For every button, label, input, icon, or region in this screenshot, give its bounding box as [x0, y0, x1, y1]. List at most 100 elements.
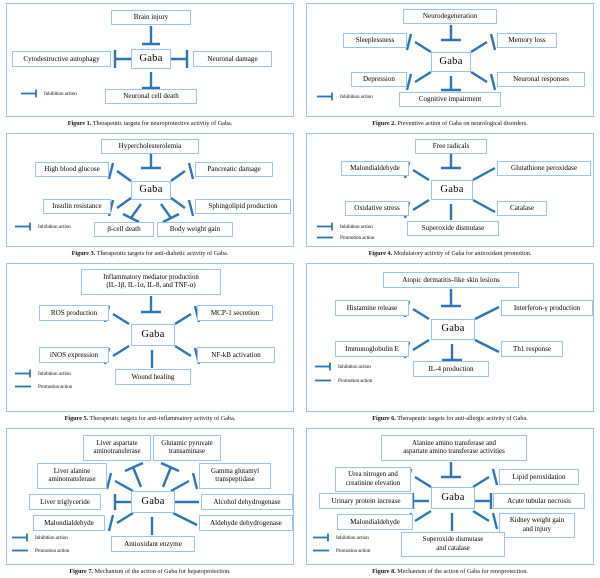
figure-3-caption-text: Therapeutic targets for anti-diabetic ac…	[96, 250, 229, 258]
figure-8-panel: Gaba Alanine amino transferase and aspar…	[306, 428, 594, 566]
figure-2-node-bottom: Cognitive impairment	[399, 92, 501, 107]
promotion-icon	[12, 549, 28, 552]
figure-7-legend-inhibition: Inhibition action	[12, 533, 68, 542]
figure-7-node-mid-right: Alcohol dehydrogenase	[201, 494, 293, 510]
figure-2-node-upper-right: Memory loss	[497, 33, 557, 48]
figure-2-node-top: Neurodegeneration	[403, 9, 497, 24]
figure-2-caption-prefix: Figure 2.	[372, 120, 396, 128]
figure-6-node-lower-right: Th1 response	[501, 341, 563, 357]
figure-3-caption-prefix: Figure 3.	[71, 250, 96, 258]
legend-label: Inhibition action	[38, 223, 71, 230]
figure-8-node-upper-right: Lipid peroxidation	[499, 469, 579, 485]
figure-1-caption-prefix: Figure 1.	[67, 120, 92, 128]
figure-5-node-lower-right: NF-kB activation	[197, 347, 275, 363]
legend-label: Inhibition action	[338, 363, 371, 370]
figure-6-node-upper-right: Interferon-γ production	[501, 300, 593, 316]
figure-1-node-left: Cytodestructive autophagy	[12, 51, 111, 67]
figure-3-node-lower-left: Insulin resistance	[43, 199, 111, 214]
legend-label: Promotion action	[336, 547, 371, 554]
figure-8-legend-inhibition: Inhibition action	[313, 533, 369, 542]
figure-7-node-top-right: Glutamic pyruvate transaminase	[153, 435, 221, 461]
figure-7-node-lower-left: Malondialdehyde	[33, 515, 105, 531]
legend-label: Inhibition action	[38, 370, 71, 377]
figure-8-caption-prefix: Figure 8.	[372, 568, 396, 576]
figure-2-caption: Figure 2. Preventive action of Gaba on n…	[306, 117, 594, 130]
figure-4-node-lower-left: Oxidative stress	[345, 201, 409, 216]
figure-7: Gaba Liver aspartate aminotransferase Gl…	[0, 425, 300, 578]
figure-7-node-bottom: Antioxidant enzyme	[111, 536, 195, 552]
figure-4-caption-text: Modulatory activity of Gaba for antioxid…	[393, 250, 532, 258]
figure-6-caption-prefix: Figure 6.	[372, 415, 396, 423]
figure-1-node-right: Neuronal damage	[193, 51, 272, 67]
figure-5-node-upper-left: ROS production	[39, 305, 109, 321]
figure-1-caption: Figure 1. Therapeutic targets for neurop…	[6, 117, 294, 130]
figure-1-node-top: Brain injury	[111, 10, 191, 25]
figure-7-center-node: Gaba	[131, 491, 175, 513]
figure-3: Gaba Hypercholesterolemia High blood glu…	[0, 130, 300, 260]
inhibition-icon	[317, 222, 333, 231]
figure-7-legend-promotion: Promotion action	[12, 546, 69, 555]
figure-7-node-upper-right: Gamma glutamyl transpeptidase	[199, 463, 271, 489]
figure-8-node-mid-right: Acute tubular necrosis	[493, 493, 585, 509]
figure-5-node-lower-left: iNOS expression	[39, 347, 109, 363]
inhibition-icon	[317, 92, 333, 101]
figure-5-caption-text: Therapeutic targets for anti-inflammator…	[89, 415, 236, 423]
inhibition-icon	[12, 533, 28, 542]
legend-label: Inhibition action	[340, 93, 373, 100]
figure-4-node-top: Free radicals	[415, 139, 487, 154]
figure-8-node-bottom: Superoxide dismutase and catalase	[401, 532, 505, 557]
figure-7-node-mid-left: Liver triglyceride	[29, 494, 101, 510]
figure-1-caption-text: Therapeutic targets for neuroprotective …	[92, 120, 233, 128]
figure-8-center-node: Gaba	[431, 487, 475, 509]
figure-7-node-top-left: Liver aspartate aminotransferase	[83, 435, 151, 461]
inhibition-icon	[21, 89, 37, 98]
figure-6-legend-promotion: Promotion action	[315, 376, 372, 385]
legend-label: Promotion action	[38, 383, 73, 390]
figure-8-node-lower-right: Kidney weight gain and injury	[499, 513, 575, 538]
figure-4-node-upper-right: Glutathione peroxidase	[497, 161, 591, 176]
figure-6-node-bottom: IL-4 production	[413, 361, 489, 377]
promotion-icon	[313, 549, 329, 552]
figure-5: Gaba Inflammatory mediator production (I…	[0, 260, 300, 425]
figure-1: Gaba Brain injury Cytodestructive autoph…	[0, 0, 300, 130]
figure-8-caption-text: Mechanism of the action of Gaba for reno…	[397, 568, 528, 576]
figure-8: Gaba Alanine amino transferase and aspar…	[300, 425, 600, 578]
inhibition-icon	[315, 362, 331, 371]
figure-5-legend-promotion: Promotion action	[15, 382, 72, 391]
inhibition-icon	[15, 369, 31, 378]
figure-3-node-upper-right: Pancreatic damage	[195, 162, 273, 177]
figure-4-center-node: Gaba	[431, 180, 473, 200]
figure-2-node-lower-left: Depression	[351, 72, 407, 87]
figure-5-node-bottom: Wound healing	[115, 369, 191, 385]
figure-8-node-upper-left: Urea nitrogen and creatinine elevation	[335, 467, 411, 492]
figure-2-node-lower-right: Neuronal responses	[497, 72, 585, 87]
figure-1-node-bottom: Neuronal cell death	[105, 89, 197, 104]
inhibition-icon	[15, 222, 31, 231]
figure-4-node-upper-left: Malondialdehyde	[341, 161, 409, 176]
legend-label: Promotion action	[35, 547, 70, 554]
figure-4-panel: Gaba Free radicals Malondialdehyde Oxida…	[306, 133, 594, 248]
figure-7-caption: Figure 7. Mechanism of the action of Gab…	[6, 565, 294, 578]
figure-6-node-upper-left: Histamine release	[335, 300, 409, 316]
figure-5-caption-prefix: Figure 5.	[64, 415, 89, 423]
figure-2-panel: Gaba Neurodegeneration Sleeplessness Dep…	[306, 3, 594, 118]
figure-3-center-node: Gaba	[131, 181, 171, 200]
figure-6-caption-text: Therapeutic targets for anti-allergic ac…	[397, 415, 528, 423]
figure-3-legend-inhibition: Inhibition action	[15, 222, 71, 231]
figure-6-node-lower-left: Immunoglobulin E	[335, 341, 409, 357]
figure-8-node-top: Alanine amino transferase and aspartate …	[381, 435, 527, 461]
legend-label: Promotion action	[340, 234, 375, 241]
figure-5-node-upper-right: MCP-1 secretion	[197, 305, 273, 321]
figure-3-node-upper-left: High blood glucose	[35, 162, 109, 177]
figure-1-panel: Gaba Brain injury Cytodestructive autoph…	[6, 3, 294, 118]
figure-3-node-top: Hypercholesterolemia	[101, 139, 199, 154]
figure-8-caption: Figure 8. Mechanism of the action of Gab…	[306, 565, 594, 578]
promotion-icon	[315, 379, 331, 382]
figure-2-node-upper-left: Sleeplessness	[343, 33, 407, 48]
figure-6-panel: Gaba Atopic dermatitis-like skin lesions…	[306, 263, 594, 413]
figure-4: Gaba Free radicals Malondialdehyde Oxida…	[300, 130, 600, 260]
figure-6: Gaba Atopic dermatitis-like skin lesions…	[300, 260, 600, 425]
figure-8-node-lower-left: Malondialdehyde	[337, 514, 413, 530]
figure-7-caption-text: Mechanism of the action of Gaba for hepa…	[94, 568, 231, 576]
